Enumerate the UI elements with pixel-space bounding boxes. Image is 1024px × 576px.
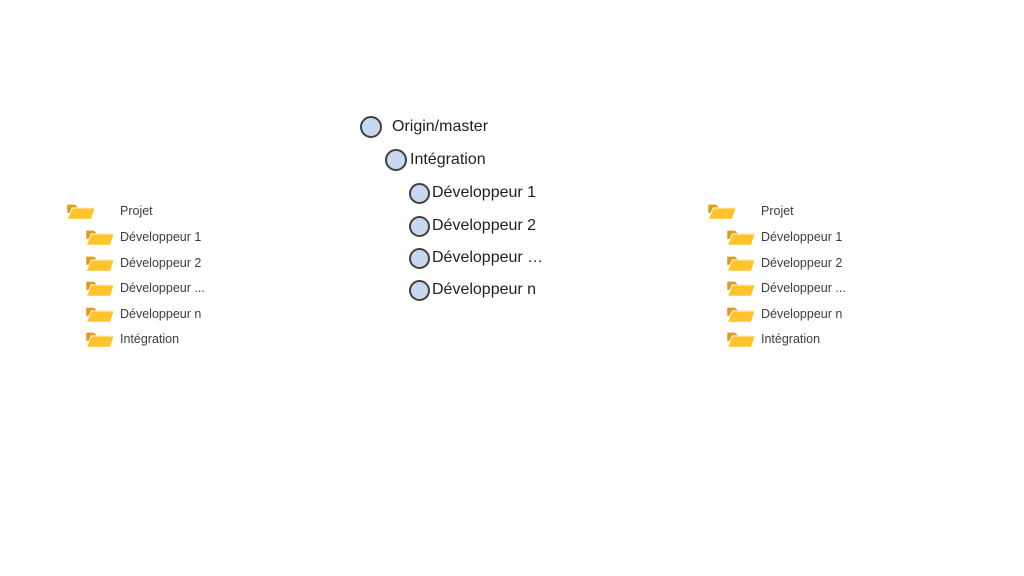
right-tree-row-developpeur-1: Développeur 1 <box>726 226 842 248</box>
right-tree-row-developpeur-ellipsis: Développeur ... <box>726 277 846 299</box>
right-tree-row-projet: Projet <box>707 200 794 222</box>
branch-row-origin-master: Origin/master <box>360 114 488 140</box>
branch-row-developpeur-2: Développeur 2 <box>409 213 536 239</box>
branch-label: Intégration <box>410 151 486 168</box>
tree-label: Développeur 2 <box>120 255 202 270</box>
branch-label: Origin/master <box>392 118 489 135</box>
left-tree-row-developpeur-1: Développeur 1 <box>85 226 201 248</box>
folder-icon <box>85 332 115 348</box>
tree-label: Développeur 1 <box>761 229 843 244</box>
folder-icon <box>85 230 115 246</box>
right-tree-row-developpeur-2: Développeur 2 <box>726 252 842 274</box>
branch-row-developpeur-ellipsis: Développeur … <box>409 245 543 271</box>
folder-icon <box>726 281 756 297</box>
branch-node-circle <box>409 247 430 269</box>
folder-icon <box>66 204 96 220</box>
branch-label: Développeur 2 <box>432 217 537 234</box>
folder-icon <box>726 307 756 323</box>
branch-label: Développeur 1 <box>432 184 537 201</box>
tree-label: Développeur ... <box>120 280 205 295</box>
tree-label: Projet <box>761 203 794 218</box>
folder-icon <box>85 281 115 297</box>
branch-label: Développeur … <box>432 249 544 266</box>
folder-icon <box>85 256 115 272</box>
folder-icon <box>726 256 756 272</box>
folder-icon <box>726 230 756 246</box>
left-tree-row-integration: Intégration <box>85 328 179 350</box>
branch-label: Développeur n <box>432 281 537 298</box>
tree-label: Développeur n <box>120 306 202 321</box>
tree-label: Projet <box>120 203 153 218</box>
right-tree-row-integration: Intégration <box>726 328 820 350</box>
tree-label: Développeur 1 <box>120 229 202 244</box>
right-tree-row-developpeur-n: Développeur n <box>726 303 842 325</box>
left-tree-row-developpeur-ellipsis: Développeur ... <box>85 277 205 299</box>
branch-row-developpeur-1: Développeur 1 <box>409 180 536 206</box>
folder-icon <box>707 204 737 220</box>
left-tree-row-developpeur-n: Développeur n <box>85 303 201 325</box>
branch-row-integration: Intégration <box>385 147 486 173</box>
folder-icon <box>85 307 115 323</box>
tree-label: Développeur 2 <box>761 255 843 270</box>
branch-node-circle <box>385 149 407 171</box>
branch-node-circle <box>360 116 382 138</box>
tree-label: Développeur ... <box>761 280 846 295</box>
branch-node-circle <box>409 215 430 237</box>
branch-row-developpeur-n: Développeur n <box>409 277 536 303</box>
folder-icon <box>726 332 756 348</box>
tree-label: Intégration <box>120 331 180 346</box>
left-tree-row-developpeur-2: Développeur 2 <box>85 252 201 274</box>
tree-label: Intégration <box>761 331 821 346</box>
branch-node-circle <box>409 182 430 204</box>
left-tree-row-projet: Projet <box>66 200 153 222</box>
tree-label: Développeur n <box>761 306 843 321</box>
branch-node-circle <box>409 279 430 301</box>
